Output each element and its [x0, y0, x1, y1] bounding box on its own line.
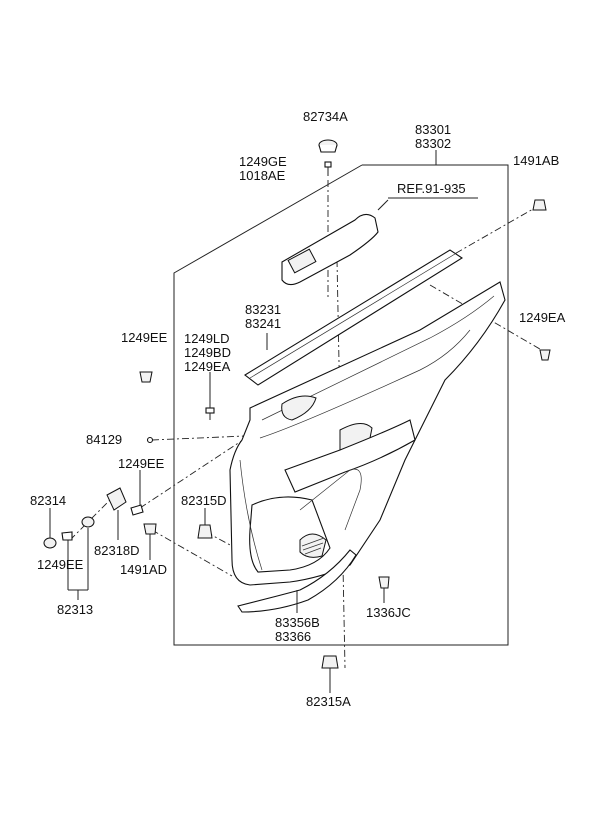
guide-center-vertical [336, 259, 346, 669]
label-1249EA-left: 1249EA [184, 359, 231, 374]
label-82314: 82314 [30, 493, 66, 508]
label-82734A: 82734A [303, 109, 348, 124]
label-1249EE-top: 1249EE [121, 330, 168, 345]
speaker-grille-mesh [301, 537, 325, 555]
label-82315A: 82315A [306, 694, 351, 709]
screw-1249EA-right [539, 349, 551, 361]
label-1249EA-right: 1249EA [519, 310, 566, 325]
cap-82314 [43, 537, 57, 549]
screw-1249EE-mid [130, 504, 144, 516]
lower-trim-contour [239, 459, 362, 571]
clip-1491AB [532, 199, 547, 211]
label-83366: 83366 [275, 629, 311, 644]
label-ref: REF.91-935 [397, 181, 466, 196]
label-83241: 83241 [245, 316, 281, 331]
belt-weatherstrip-groove [249, 253, 456, 379]
label-82315D: 82315D [181, 493, 227, 508]
door-trim-inner-edge [259, 295, 495, 439]
label-83302: 83302 [415, 136, 451, 151]
screw-1249EA-left [205, 407, 215, 420]
clip-82315D [197, 524, 213, 539]
screw-1249EE-bottom [61, 531, 73, 541]
armrest [284, 419, 416, 493]
belt-weatherstrip [244, 249, 464, 386]
window-switch-bezel [281, 213, 379, 286]
label-1249BD: 1249BD [184, 345, 231, 360]
bezel-arrow [377, 199, 389, 211]
screw-1249GE [324, 161, 332, 176]
label-1249EE-mid: 1249EE [118, 456, 165, 471]
label-82313: 82313 [57, 602, 93, 617]
screw-1249EE-left [139, 371, 153, 383]
label-1336JC: 1336JC [366, 605, 411, 620]
guide-1249EE-mid [139, 429, 259, 509]
label-83301: 83301 [415, 122, 451, 137]
guide-84129 [151, 435, 246, 441]
label-84129: 84129 [86, 432, 122, 447]
label-82318D: 82318D [94, 543, 140, 558]
label-83231: 83231 [245, 302, 281, 317]
assembly-boundary [173, 164, 509, 646]
bracket-82313 [67, 528, 89, 600]
armrest-pocket [281, 395, 317, 421]
label-1249EE-bottom: 1249EE [37, 557, 84, 572]
plug-84129 [146, 436, 154, 444]
clip-1491AD [143, 523, 157, 535]
cap-82734A [318, 139, 338, 153]
guide-1491AD [151, 529, 233, 577]
label-83356B: 83356B [275, 615, 320, 630]
label-1249GE: 1249GE [239, 154, 287, 169]
guide-82313 [69, 499, 111, 541]
label-1491AB: 1491AB [513, 153, 559, 168]
clip-1336JC [378, 576, 390, 589]
clip-82313 [81, 516, 95, 528]
label-1249LD: 1249LD [184, 331, 230, 346]
clip-82315A [321, 655, 339, 669]
window-switch [287, 248, 317, 274]
bracket-82318D [106, 487, 127, 511]
label-1491AD: 1491AD [120, 562, 167, 577]
label-1018AE: 1018AE [239, 168, 286, 183]
